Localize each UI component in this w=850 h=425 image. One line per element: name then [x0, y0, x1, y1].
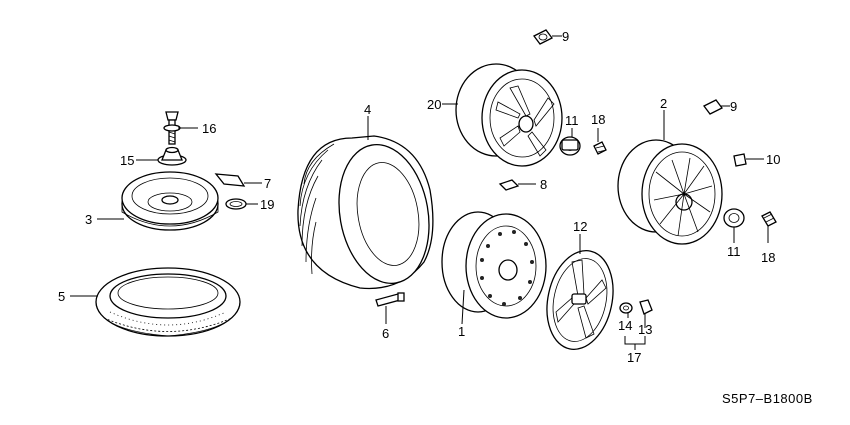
callout-18-top: 18 — [591, 112, 605, 127]
callout-8: 8 — [540, 177, 547, 192]
callout-19: 19 — [260, 197, 274, 212]
wheel-weight — [498, 179, 520, 191]
callout-6: 6 — [382, 326, 389, 341]
callout-9-top: 9 — [562, 29, 569, 44]
alloy-wheel-top — [455, 63, 563, 167]
callout-16: 16 — [202, 121, 216, 136]
steel-wheel — [441, 211, 547, 319]
callout-2: 2 — [660, 96, 667, 111]
lug-nut-top — [559, 136, 581, 156]
center-cap-right — [703, 99, 723, 115]
callout-17: 17 — [627, 350, 641, 365]
callout-4: 4 — [364, 102, 371, 117]
callout-3: 3 — [85, 212, 92, 227]
valve-grommet — [639, 299, 653, 315]
callout-9-right: 9 — [730, 99, 737, 114]
callout-10: 10 — [766, 152, 780, 167]
main-tire — [297, 135, 434, 290]
alloy-wheel-right — [617, 139, 723, 245]
wheel-cover — [546, 249, 614, 351]
callout-7: 7 — [264, 176, 271, 191]
valve-cap — [733, 153, 747, 167]
wheel-bolt-right — [761, 211, 777, 227]
callout-14: 14 — [618, 318, 632, 333]
spacer-cone — [157, 146, 187, 166]
callout-15: 15 — [120, 153, 134, 168]
trim-strip — [214, 173, 246, 187]
callout-13: 13 — [638, 322, 652, 337]
callout-18-right: 18 — [761, 250, 775, 265]
wheel-bolt-top — [593, 141, 607, 155]
spare-tire — [95, 267, 241, 337]
center-cap-top — [533, 29, 553, 45]
leader-lines — [70, 35, 769, 350]
callout-20: 20 — [427, 97, 441, 112]
callout-1: 1 — [458, 324, 465, 339]
diagram-code: S5P7–B1800B — [722, 391, 813, 406]
callout-12: 12 — [573, 219, 587, 234]
callout-11-top: 11 — [565, 113, 579, 128]
valve-stem — [375, 292, 405, 307]
o-ring — [225, 198, 247, 210]
lug-nut-right — [723, 208, 745, 228]
callout-5: 5 — [58, 289, 65, 304]
spare-tire-bolt — [163, 111, 181, 145]
valve-nut — [619, 302, 633, 314]
callout-11-right: 11 — [727, 244, 741, 259]
spare-wheel — [121, 171, 219, 231]
